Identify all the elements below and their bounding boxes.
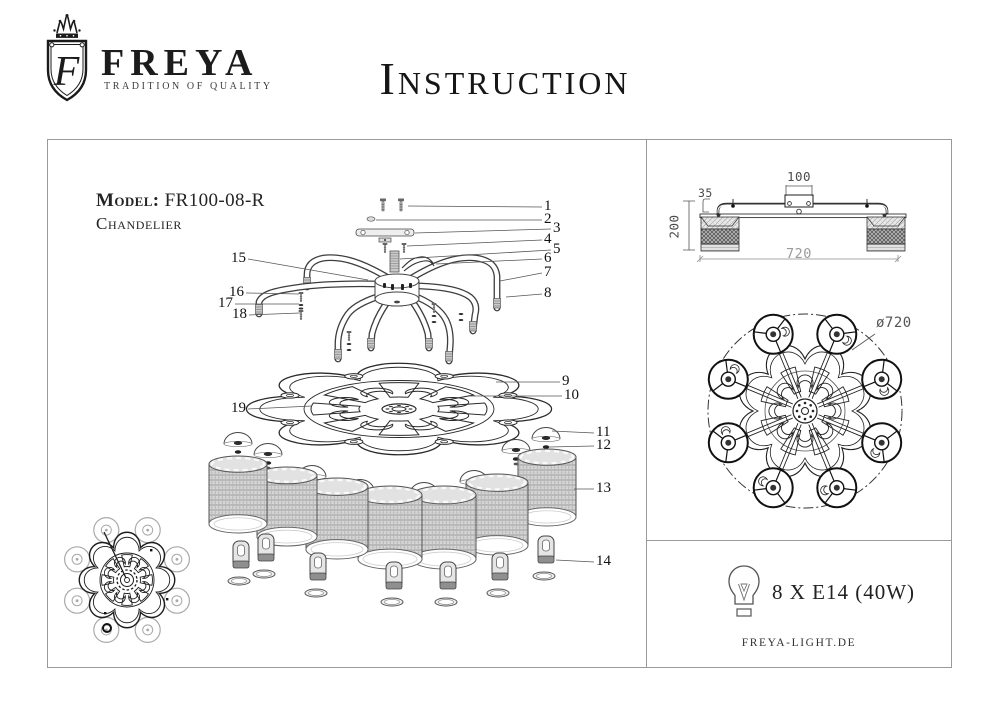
page-title: Instruction xyxy=(379,53,631,104)
bulb-spec-text: 8 X E14 (40W) xyxy=(772,580,916,604)
screw-glyph xyxy=(398,198,404,212)
model-line: Model: FR100-08-R xyxy=(96,190,265,212)
screw-glyph xyxy=(346,331,352,341)
part-label-7: 7 xyxy=(544,264,552,280)
model-block: Model: FR100-08-R Chandelier xyxy=(96,190,265,234)
top-view-fixture xyxy=(707,313,903,509)
dim-canopy-height: 35 xyxy=(698,186,713,200)
side-view-dimension-lines xyxy=(683,185,902,263)
mesh-shade xyxy=(465,473,529,556)
side-view-fixture xyxy=(699,194,907,252)
content-frame xyxy=(47,139,952,668)
part-label-18: 18 xyxy=(232,306,247,322)
exploded-view-drawing xyxy=(208,198,595,607)
part-label-15: 15 xyxy=(231,250,246,266)
frame-plate-bottom-view-drawing xyxy=(63,516,191,644)
part-label-9: 9 xyxy=(562,373,570,389)
lamp-socket xyxy=(252,533,276,579)
threaded-tip xyxy=(255,304,263,315)
logo-monogram: F xyxy=(53,49,80,95)
dim-mount-width: 100 xyxy=(786,169,812,184)
lamp-socket xyxy=(434,561,458,607)
threaded-tip xyxy=(469,321,477,332)
dim-fixture-width: 720 xyxy=(786,246,812,262)
horizontal-divider xyxy=(646,540,952,541)
part-label-4: 4 xyxy=(544,231,552,247)
product-type: Chandelier xyxy=(96,214,182,233)
threaded-tip xyxy=(445,351,453,362)
threaded-tip xyxy=(367,338,375,349)
screw-glyph xyxy=(382,243,388,253)
top-view-shade xyxy=(816,313,858,355)
frame-plate xyxy=(246,363,551,455)
top-view-shade xyxy=(752,467,794,509)
brand-name: FREYA xyxy=(101,42,259,84)
part-label-2: 2 xyxy=(544,211,552,227)
part-label-6: 6 xyxy=(544,250,552,266)
model-label: Model: xyxy=(96,190,160,211)
screw-glyph xyxy=(380,198,386,212)
top-view-shade xyxy=(861,422,903,464)
part-label-19: 19 xyxy=(231,400,246,416)
freya-logo-shield-icon: F xyxy=(46,14,88,102)
top-view-shade xyxy=(707,358,749,400)
top-view-shade xyxy=(861,358,903,400)
lamp-socket xyxy=(486,552,510,598)
top-view-shade xyxy=(752,313,794,355)
mesh-shade xyxy=(517,448,577,527)
lamp-socket xyxy=(532,535,556,581)
part-label-5: 5 xyxy=(553,241,561,257)
threaded-tip xyxy=(425,338,433,349)
threaded-tip xyxy=(334,349,342,360)
ceiling-mount-hardware xyxy=(355,198,435,273)
mesh-shade xyxy=(305,477,369,560)
diameter-leader-line xyxy=(851,333,876,351)
screw-glyph xyxy=(298,310,304,320)
mini-bottom-view xyxy=(63,516,191,644)
screw-glyph xyxy=(298,292,304,302)
mesh-shade xyxy=(208,455,268,534)
canopy xyxy=(374,273,420,307)
model-code: FR100-08-R xyxy=(164,190,265,211)
leader-lines xyxy=(235,205,595,563)
lamp-socket xyxy=(380,561,404,607)
website-text: FREYA-LIGHT.DE xyxy=(741,637,857,649)
top-view-shade xyxy=(707,422,749,464)
part-label-12: 12 xyxy=(596,437,611,453)
part-label-17: 17 xyxy=(218,295,233,311)
top-view-drawing xyxy=(707,313,903,509)
top-view-shade xyxy=(816,467,858,509)
dim-fixture-height: 200 xyxy=(666,214,682,239)
part-label-10: 10 xyxy=(564,387,579,403)
dim-diameter: ø720 xyxy=(876,315,912,331)
part-label-11: 11 xyxy=(596,424,611,440)
part-label-13: 13 xyxy=(596,480,611,496)
lamp-socket xyxy=(227,540,251,586)
part-label-14: 14 xyxy=(596,553,611,569)
screw-glyph xyxy=(401,243,407,253)
side-view-drawing xyxy=(683,185,907,263)
lamp-socket xyxy=(304,552,328,598)
threaded-tip xyxy=(493,298,501,309)
bulb-icon xyxy=(728,565,760,617)
part-label-3: 3 xyxy=(553,220,561,236)
screw-glyph xyxy=(431,303,437,313)
part-label-16: 16 xyxy=(229,284,244,300)
mesh-shade xyxy=(357,485,423,570)
part-label-8: 8 xyxy=(544,285,552,301)
vertical-divider xyxy=(646,139,647,668)
brand-tagline: TRADITION OF QUALITY xyxy=(104,81,273,92)
part-label-1: 1 xyxy=(544,198,552,214)
lamp-sockets xyxy=(227,533,556,607)
chandelier-arms xyxy=(255,254,501,365)
